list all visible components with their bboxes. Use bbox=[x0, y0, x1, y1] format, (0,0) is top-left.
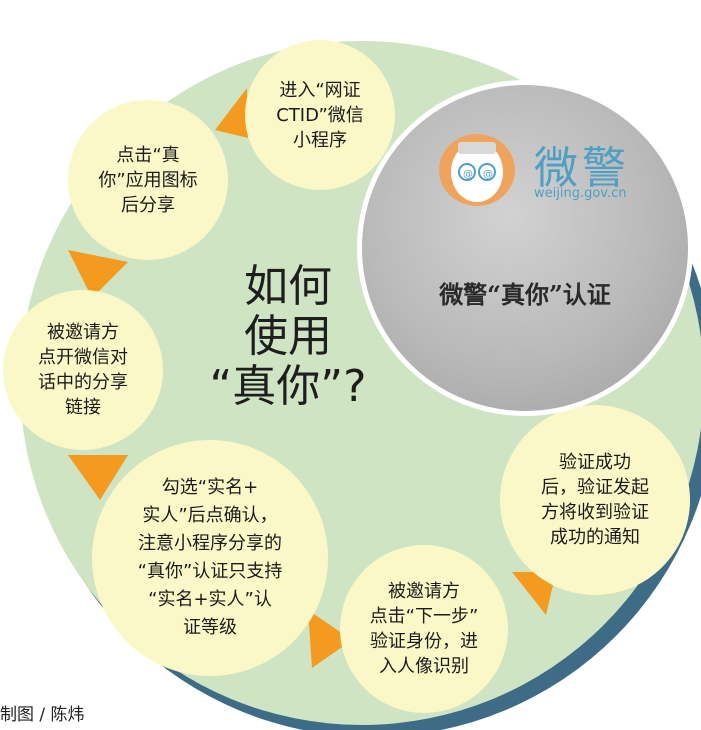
police-avatar-icon: @ @ bbox=[439, 134, 515, 206]
step-6-success-notice: 验证成功 后，验证发起 方将收到验证 成功的通知 bbox=[500, 405, 690, 595]
svg-text:@: @ bbox=[463, 169, 473, 180]
svg-text:@: @ bbox=[483, 169, 493, 180]
arrow-3 bbox=[68, 455, 128, 500]
arrow-5 bbox=[512, 572, 556, 615]
logo-text: 微警 bbox=[534, 143, 630, 194]
step-2-tap-icon-share: 点击“真 你”应用图标 后分享 bbox=[68, 100, 228, 260]
logo-url: weijing.gov.cn bbox=[534, 186, 627, 201]
step-1-enter-ctid: 进入“网证 CTID”微信 小程序 bbox=[245, 40, 395, 190]
photo-caption: 微警“真你”认证 bbox=[439, 280, 611, 309]
center-title: 如何 使用 “真你”? bbox=[209, 261, 367, 412]
photo-circle: @ @ 微警 weijing.gov.cn 微警“真你”认证 bbox=[357, 80, 693, 416]
arrow-1 bbox=[215, 88, 248, 138]
arrow-4 bbox=[308, 610, 352, 668]
step-4-select-verification: 勾选“实名+ 实人”后点确认， 注意小程序分享的 “真你”认证只支持 “实名+实… bbox=[92, 440, 328, 676]
step-3-open-share-link: 被邀请方 点开微信对 话中的分享 链接 bbox=[3, 290, 163, 450]
credit-line: 制图 / 陈炜 bbox=[0, 705, 85, 725]
step-5-verify-identity: 被邀请方 点击“下一步” 验证身份，进 入人像识别 bbox=[340, 545, 508, 713]
arrow-2 bbox=[68, 250, 128, 298]
weijing-logo: @ @ 微警 weijing.gov.cn bbox=[432, 130, 672, 210]
